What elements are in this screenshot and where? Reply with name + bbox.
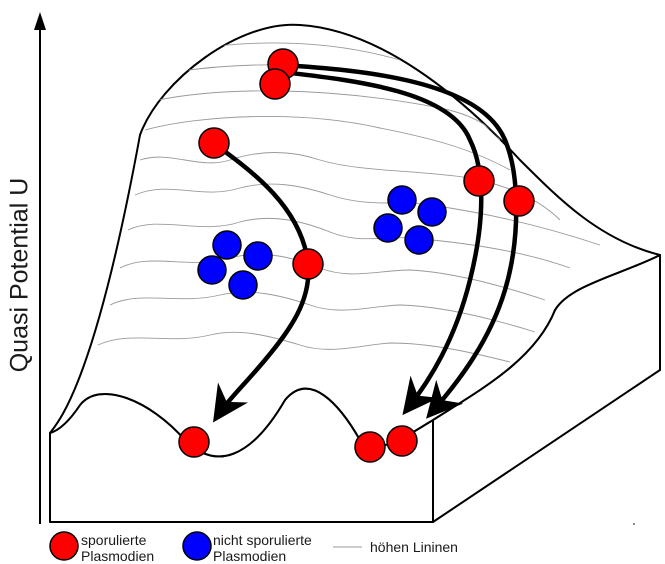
y-axis	[34, 12, 46, 524]
contour-line	[134, 183, 601, 246]
legend-non-sporulated-line2: Plasmodien	[213, 548, 287, 564]
contour-line	[109, 291, 536, 333]
sporulated-circle	[503, 185, 535, 217]
contour-line	[97, 331, 511, 363]
legend-red-circle	[49, 531, 79, 561]
legend-contour-label: höhen Lininen	[370, 539, 458, 555]
non-sporulated-circle	[243, 241, 273, 271]
y-axis-label: Quasi Potential U	[5, 177, 34, 373]
non-sporulated-circle	[228, 270, 258, 300]
non-sporulated-circle	[387, 185, 417, 215]
stray-dot	[633, 523, 635, 525]
sporulated-circle	[292, 248, 324, 280]
sporulated-circle	[386, 425, 418, 457]
legend-sporulated: sporulierte Plasmodien	[81, 532, 154, 564]
contour-line	[157, 90, 501, 141]
legend-sporulated-line2: Plasmodien	[81, 548, 155, 564]
legend-symbols	[49, 523, 635, 561]
sporulated-markers	[178, 48, 535, 463]
non-sporulated-circle	[212, 230, 242, 260]
non-sporulated-circle	[404, 225, 434, 255]
non-sporulated-circle	[197, 255, 227, 285]
legend-contour: höhen Lininen	[370, 539, 458, 555]
trajectory-path-left	[209, 139, 311, 423]
sporulated-circle	[259, 68, 291, 100]
legend-blue-circle	[182, 531, 212, 561]
sporulated-circle	[198, 127, 230, 159]
contour-line	[139, 152, 561, 221]
y-axis-label-wrap: Quasi Potential U	[2, 40, 38, 510]
sporulated-circle	[463, 165, 495, 197]
trajectory-path-right	[279, 62, 519, 419]
legend-sporulated-line1: sporulierte	[81, 532, 147, 548]
contour-line	[144, 116, 511, 171]
sporulated-circle	[178, 426, 210, 458]
contour-line	[127, 217, 571, 269]
non-sporulated-circle	[417, 197, 447, 227]
legend-non-sporulated: nicht sporulierte Plasmodien	[213, 532, 312, 564]
sporulated-circle	[354, 431, 386, 463]
non-sporulated-markers	[197, 185, 447, 300]
legend-non-sporulated-line1: nicht sporulierte	[213, 532, 312, 548]
non-sporulated-circle	[373, 213, 403, 243]
